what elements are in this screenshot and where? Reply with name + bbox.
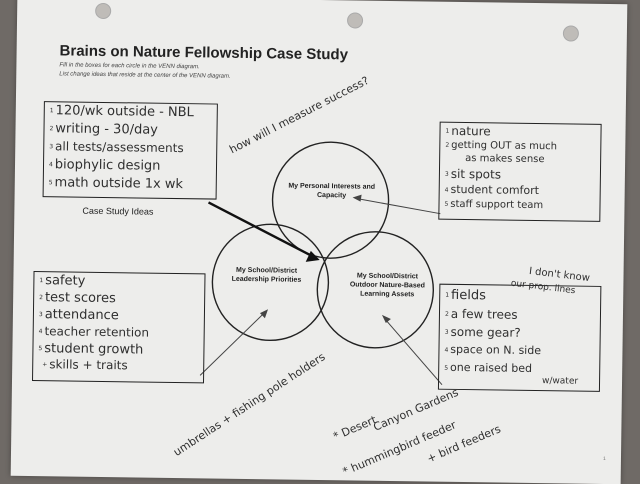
item-number: 5	[444, 200, 448, 207]
item-number: 4	[39, 328, 43, 335]
item-text: biophylic design	[55, 157, 161, 173]
assets-arrow-head	[382, 315, 391, 323]
item-text: student comfort	[450, 183, 539, 197]
item-text: sit spots	[451, 167, 501, 182]
item-text: w/water	[542, 376, 578, 387]
page-number: 1	[603, 456, 606, 462]
item-text: fields	[451, 288, 486, 303]
item-number: 1	[445, 292, 449, 299]
item-number: 3	[39, 311, 43, 318]
item-text: student growth	[44, 341, 143, 357]
item-number: 1	[445, 128, 449, 135]
item-text: 120/wk outside - NBL	[56, 103, 194, 120]
item-text: writing - 30/day	[55, 121, 158, 137]
venn-top-label: My Personal Interests and Capacity	[281, 182, 383, 201]
item-text: as makes sense	[465, 153, 545, 165]
list-item: w/water	[540, 376, 578, 387]
item-text: skills + traits	[49, 357, 128, 372]
list-item: as makes sense	[463, 153, 545, 165]
item-number: 4	[49, 161, 53, 168]
item-text: getting OUT as much	[451, 140, 557, 152]
item-text: attendance	[45, 307, 119, 323]
leadership-arrow	[200, 311, 265, 376]
item-text: space on N. side	[450, 343, 541, 357]
item-text: all tests/assessments	[55, 139, 184, 155]
item-text: some gear?	[450, 325, 520, 340]
item-text: staff support team	[450, 199, 543, 211]
item-number: 3	[445, 171, 449, 178]
item-text: math outside 1x wk	[54, 175, 183, 192]
item-text: nature	[451, 124, 491, 139]
item-number: 3	[445, 329, 449, 336]
worksheet-page: Brains on Nature Fellowship Case Study F…	[11, 0, 628, 484]
item-number: 5	[444, 364, 448, 371]
list-item: +skills + traits	[42, 357, 128, 372]
item-number: 5	[49, 179, 53, 186]
item-text: test scores	[45, 290, 116, 306]
leadership-arrow-head	[260, 309, 268, 318]
item-number: 1	[39, 277, 43, 284]
assets-arrow	[384, 319, 443, 385]
item-number: 1	[50, 107, 54, 114]
venn-left-label: My School/District Leadership Priorities	[223, 267, 309, 286]
item-number: 5	[38, 345, 42, 352]
item-number: 4	[445, 186, 449, 193]
item-number: +	[42, 361, 47, 368]
item-number: 3	[49, 143, 53, 150]
case-study-caption: Case Study Ideas	[82, 206, 153, 217]
item-number: 2	[445, 141, 449, 148]
venn-diagram	[11, 0, 628, 484]
item-text: safety	[45, 273, 85, 289]
venn-right-label: My School/District Outdoor Nature-Based …	[343, 272, 431, 299]
item-number: 2	[445, 311, 449, 318]
item-text: teacher retention	[44, 324, 149, 339]
item-number: 2	[49, 125, 53, 132]
item-text: one raised bed	[450, 361, 532, 375]
item-number: 4	[444, 346, 448, 353]
item-text: a few trees	[451, 307, 518, 322]
item-number: 2	[39, 294, 43, 301]
